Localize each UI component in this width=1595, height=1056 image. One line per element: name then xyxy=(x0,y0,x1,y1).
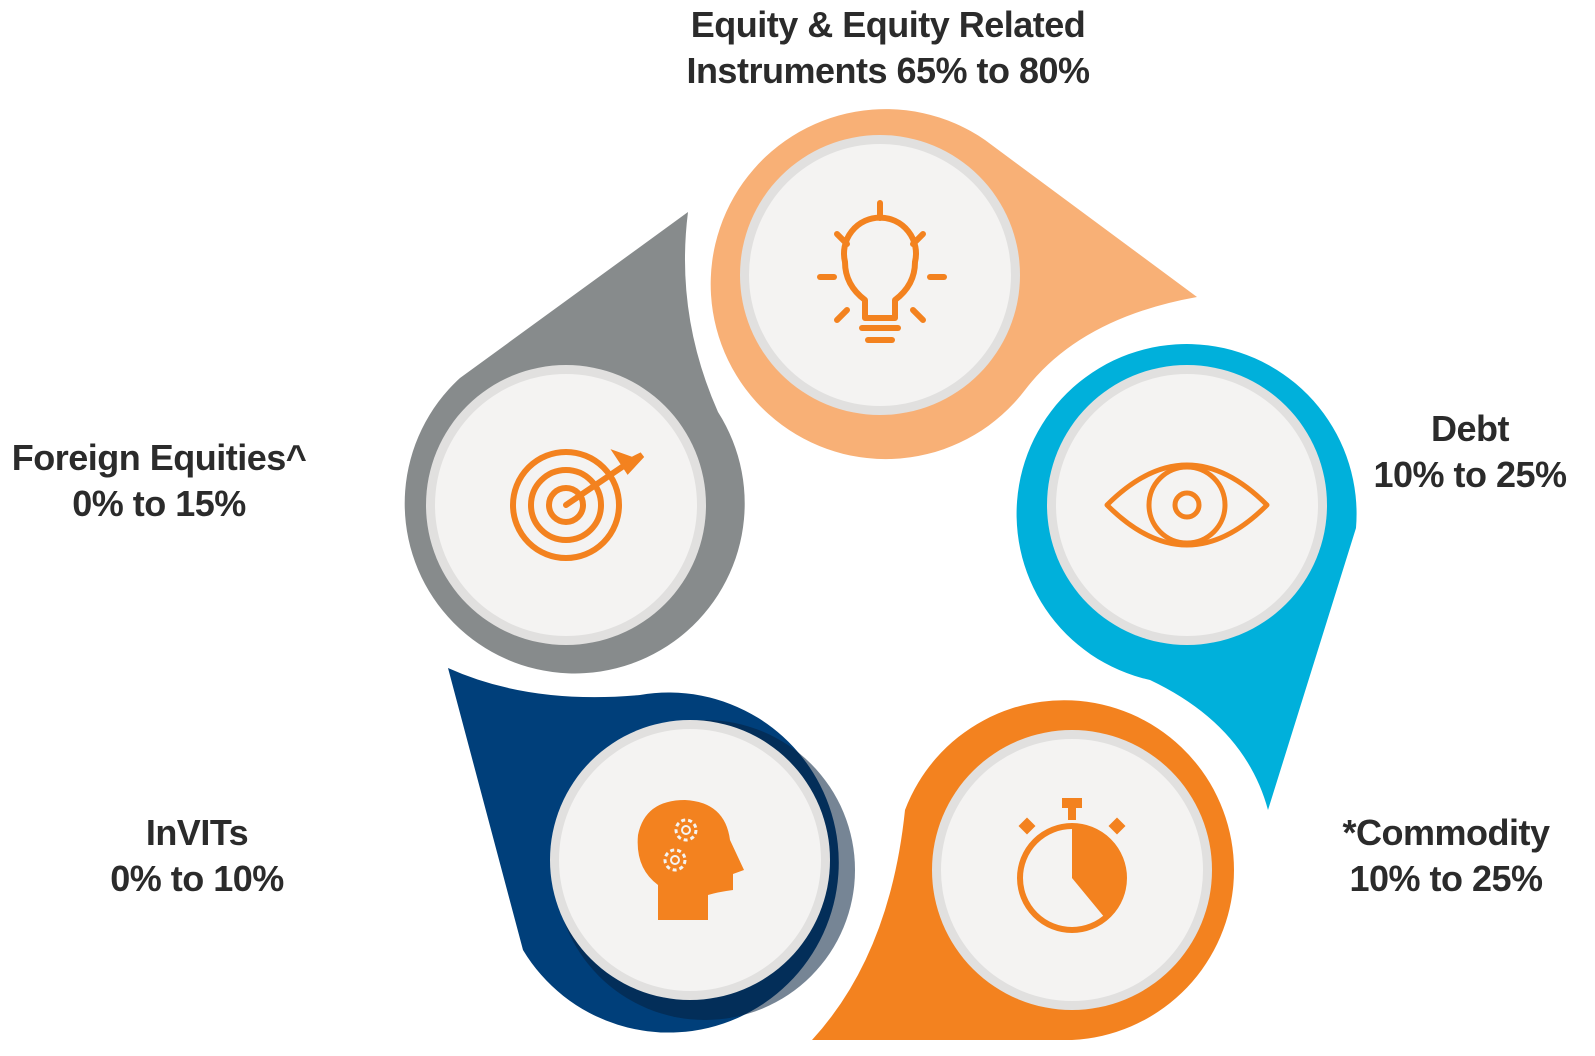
equity-inner-circle xyxy=(749,144,1011,406)
equity-label-line2: Instruments 65% to 80% xyxy=(686,50,1090,91)
equity-label: Equity & Equity Related Instruments 65% … xyxy=(598,2,1178,94)
commodity-segment xyxy=(812,700,1234,1040)
stopwatch-icon xyxy=(1017,798,1127,933)
foreign-label: Foreign Equities^ 0% to 15% xyxy=(0,435,318,527)
equity-label-line1: Equity & Equity Related xyxy=(690,4,1086,45)
commodity-label-line1: *Commodity xyxy=(1342,812,1550,853)
foreign-label-line2: 0% to 15% xyxy=(72,483,246,524)
debt-label-line2: 10% to 25% xyxy=(1373,454,1567,495)
debt-inner-circle xyxy=(1056,374,1318,636)
debt-segment xyxy=(1016,343,1357,810)
invits-label-line1: InVITs xyxy=(145,812,249,853)
target-arrow-icon xyxy=(510,449,645,561)
eye-icon xyxy=(1104,462,1270,548)
foreign-label-line1: Foreign Equities^ xyxy=(11,437,307,478)
debt-label: Debt 10% to 25% xyxy=(1345,406,1595,498)
foreign-segment xyxy=(404,212,745,674)
debt-label-line1: Debt xyxy=(1431,408,1510,449)
lightbulb-icon xyxy=(817,200,947,343)
equity-segment xyxy=(710,109,1197,460)
invits-label: InVITs 0% to 10% xyxy=(92,810,302,902)
commodity-label-line2: 10% to 25% xyxy=(1349,858,1543,899)
invits-segment xyxy=(448,668,855,1033)
invits-label-line2: 0% to 10% xyxy=(110,858,284,899)
commodity-label: *Commodity 10% to 25% xyxy=(1315,810,1577,902)
head-gears-icon xyxy=(637,800,744,920)
